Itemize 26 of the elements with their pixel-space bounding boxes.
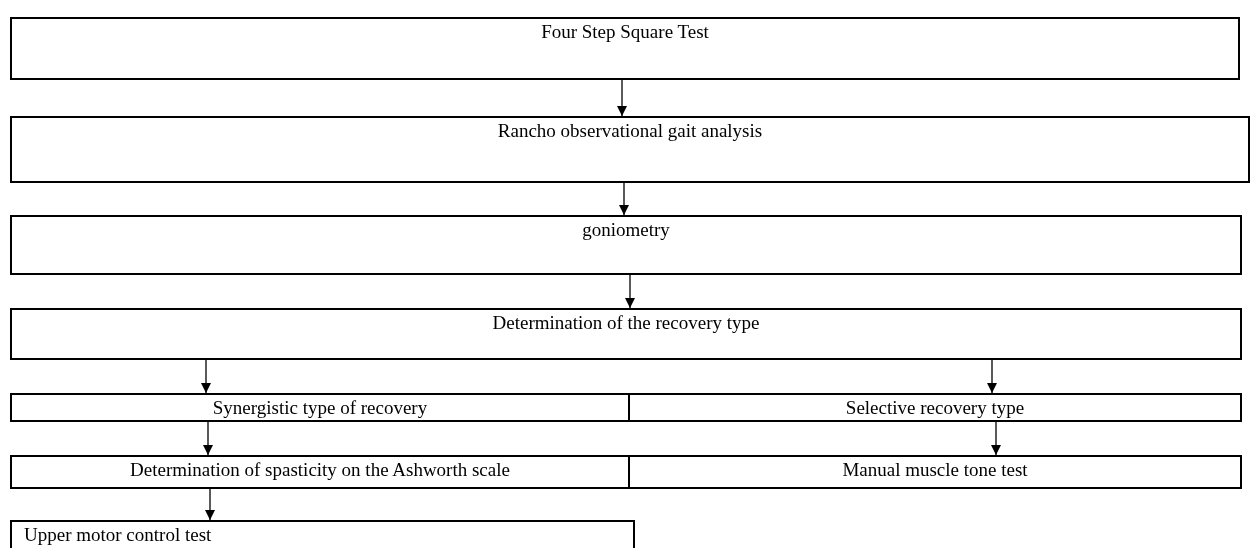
step-text: Upper motor control test: [23, 523, 213, 546]
step-text: Four Step Square Test: [540, 20, 710, 43]
arrow: [205, 488, 215, 521]
arrow: [987, 359, 997, 394]
step-text: Rancho observational gait analysis: [496, 119, 764, 142]
process-box: [10, 393, 630, 422]
arrow: [203, 421, 213, 456]
process-box: [628, 393, 1242, 422]
arrow: [625, 274, 635, 309]
process-box: [628, 455, 1242, 489]
process-box: [10, 116, 1250, 183]
process-box: [10, 215, 1242, 275]
arrow: [991, 421, 1001, 456]
step-text: Determination of spasticity on the Ashworth scale: [129, 458, 511, 481]
process-box: [10, 17, 1240, 80]
arrow: [617, 79, 627, 117]
arrow: [619, 182, 629, 216]
step-text: goniometry: [581, 218, 671, 241]
process-box: [10, 520, 635, 548]
step-text: Determination of the recovery type: [491, 311, 761, 334]
step-text: Synergistic type of recovery: [211, 396, 429, 419]
arrow: [201, 359, 211, 394]
step-text: Selective recovery type: [844, 396, 1026, 419]
step-text: Manual muscle tone test: [841, 458, 1029, 481]
process-box: [10, 308, 1242, 360]
process-box: [10, 455, 630, 489]
